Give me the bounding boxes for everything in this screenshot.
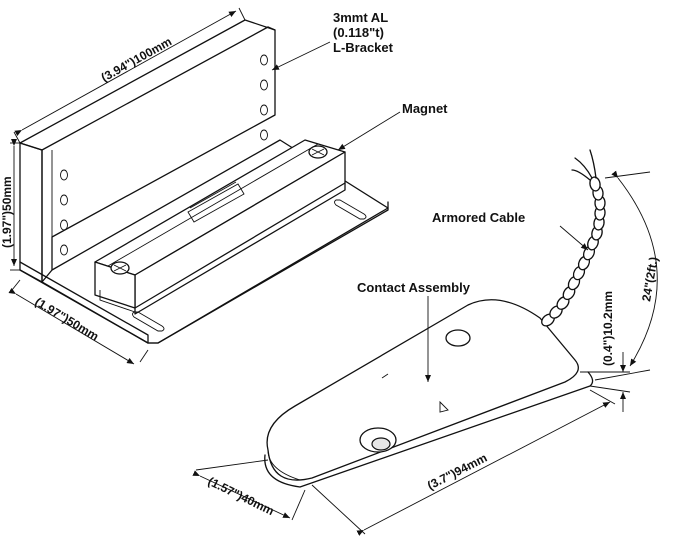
label-armored-cable: Armored Cable [432,210,525,225]
callout-armored-cable: Armored Cable [432,210,589,251]
dim-label: (1.57")40mm [206,474,277,518]
callout-magnet: Magnet [337,101,448,151]
dim-label: (3.7")94mm [425,451,489,493]
dim-bracket-height: (1.97")50mm [0,139,20,271]
dim-contact-height: (0.4")10.2mm [580,291,631,412]
screw-icon [110,261,130,275]
label-bracket-line1: 3mmt AL [333,10,388,25]
magnet [94,139,346,315]
label-contact-assembly: Contact Assembly [357,280,471,295]
bracket-holes [60,54,268,256]
contact-assembly [264,299,594,488]
label-bracket-line3: L-Bracket [333,40,394,55]
dim-label: (1.97")50mm [0,176,14,248]
dim-label: (0.4")10.2mm [601,291,615,366]
armored-cable [541,149,606,327]
callout-contact-assembly: Contact Assembly [357,280,471,382]
callout-bracket: 3mmt AL (0.118"t) L-Bracket [271,10,394,71]
label-magnet: Magnet [402,101,448,116]
screw-icon [308,145,328,159]
label-bracket-line2: (0.118"t) [333,25,384,40]
